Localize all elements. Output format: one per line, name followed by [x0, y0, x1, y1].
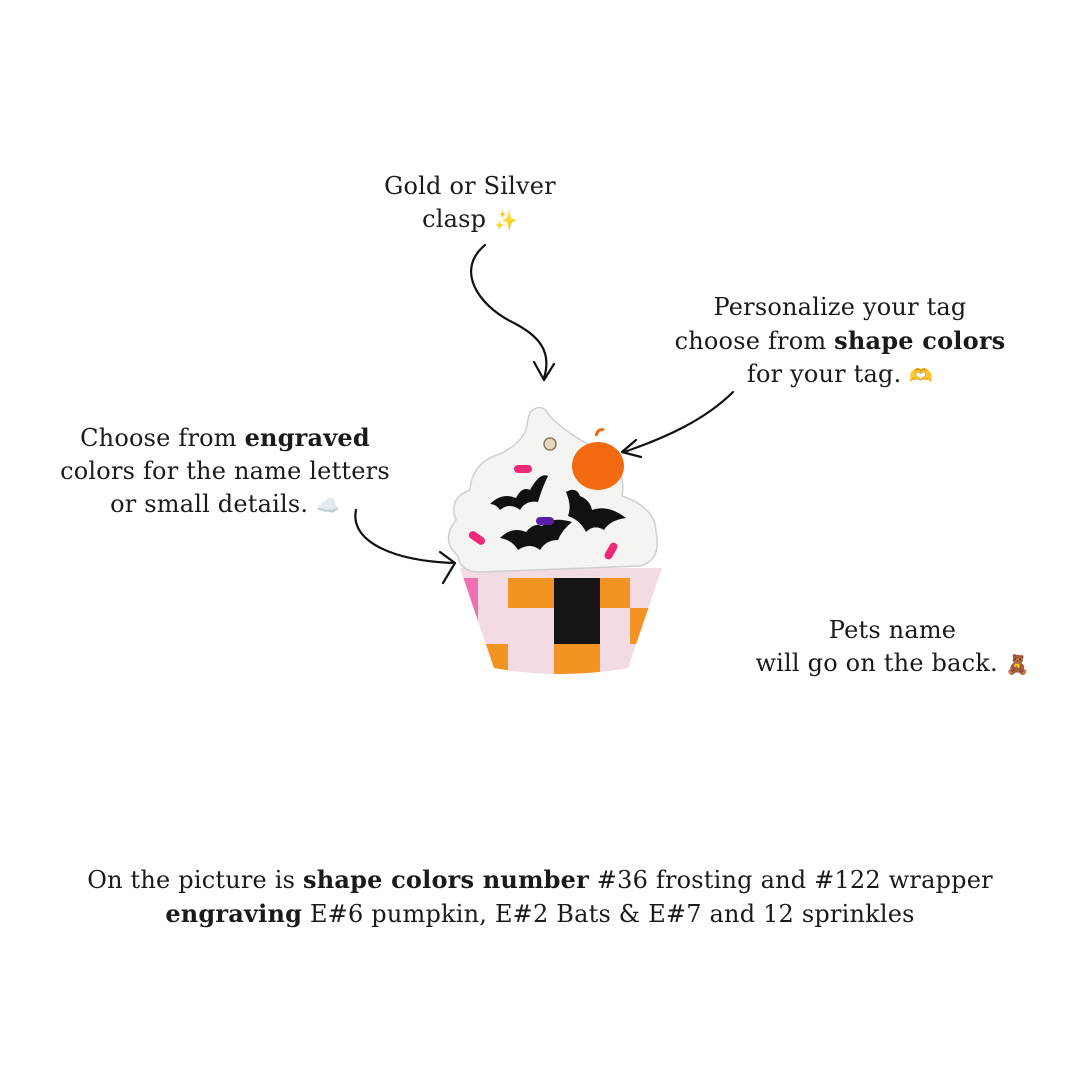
clasp-hole-icon [543, 437, 557, 451]
caption-line2-bold: engraving [165, 899, 303, 928]
engraved-arrow-icon [354, 508, 454, 565]
engraved-note-line2: colors for the name letters [60, 457, 390, 485]
shape-colors-note: Personalize your tag choose from shape c… [640, 291, 1040, 393]
caption-line2-post: E#6 pumpkin, E#2 Bats & E#7 and 12 sprin… [302, 900, 915, 928]
back-note-line1: Pets name [828, 616, 957, 644]
engraved-note-bold: engraved [244, 423, 370, 452]
caption-line1-bold: shape colors number [303, 865, 589, 894]
shape-arrowhead-icon [620, 438, 643, 459]
caption-line1-post: #36 frosting and #122 wrapper [588, 866, 993, 894]
clasp-note: Gold or Silver clasp ✨ [330, 170, 610, 238]
shape-note-bold: shape colors [834, 326, 1006, 355]
clasp-arrowhead-icon [532, 360, 556, 382]
clasp-note-line1: Gold or Silver [384, 172, 556, 200]
sprinkles-icon [468, 465, 618, 560]
engraved-note: Choose from engraved colors for the name… [40, 421, 410, 523]
engraved-note-line1: Choose from [80, 424, 245, 452]
back-note-line2: will go on the back. [755, 649, 998, 677]
shape-note-line2: choose from [674, 327, 835, 355]
frosting-shape [447, 406, 658, 573]
engraved-arrowhead-icon [438, 550, 457, 585]
wrapper-check-pattern [460, 568, 662, 674]
shape-arrow-icon [622, 390, 735, 454]
sparkles-icon: ✨ [494, 210, 518, 232]
caption: On the picture is shape colors number #3… [60, 863, 1020, 931]
cupcake-tag-image [447, 406, 662, 674]
shape-note-line1: Personalize your tag [713, 293, 967, 321]
clasp-note-line2: clasp [422, 205, 487, 233]
clasp-arrow-icon [470, 243, 548, 380]
heart-hands-icon: 🫶 [909, 365, 934, 387]
bats-icon [490, 475, 626, 550]
engraved-note-line3: or small details. [110, 490, 309, 518]
pet-name-note: Pets name will go on the back. 🧸 [740, 614, 1045, 682]
caption-line1-pre: On the picture is [87, 866, 303, 894]
pumpkin-icon [572, 428, 624, 490]
teddy-bear-icon: 🧸 [1005, 654, 1030, 676]
cloud-icon: ☁️ [316, 495, 340, 517]
shape-note-line3: for your tag. [746, 360, 902, 388]
